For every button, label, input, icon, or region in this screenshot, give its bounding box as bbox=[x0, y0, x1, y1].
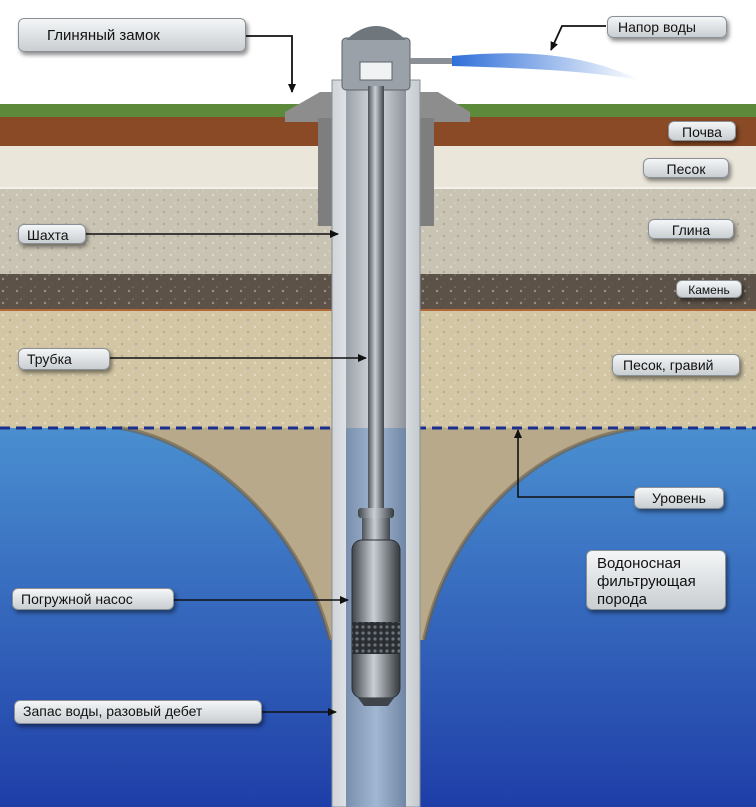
label-soil: Почва bbox=[668, 121, 736, 141]
label-clay: Глина bbox=[648, 219, 734, 239]
label-aquifer: Водоносная фильтрующая порода bbox=[586, 550, 726, 610]
water-spray bbox=[452, 53, 640, 80]
label-level: Уровень bbox=[634, 487, 724, 509]
label-clay-lock: Глиняный замок bbox=[18, 18, 246, 52]
label-tube: Трубка bbox=[18, 348, 110, 370]
label-stone: Камень bbox=[676, 280, 742, 298]
pump-riser-tube bbox=[368, 86, 384, 512]
label-sand: Песок bbox=[643, 158, 729, 178]
label-water-reserve: Запас воды, разовый дебет bbox=[14, 700, 262, 724]
submersible-pump bbox=[351, 539, 401, 699]
label-shaft: Шахта bbox=[18, 224, 86, 244]
label-sand-gravel: Песок, гравий bbox=[612, 354, 740, 376]
pump-intake-mesh bbox=[352, 622, 400, 654]
label-water-pressure: Напор воды bbox=[607, 16, 727, 38]
label-submersible-pump: Погружной насос bbox=[12, 588, 174, 610]
